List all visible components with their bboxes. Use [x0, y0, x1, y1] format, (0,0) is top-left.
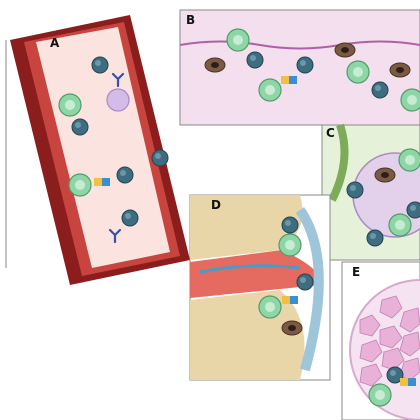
parasite-icon — [204, 57, 226, 73]
t-cell-icon — [226, 28, 250, 52]
infected-cell-icon — [121, 209, 139, 227]
panel-a: A — [10, 15, 190, 285]
panel-b: B — [179, 9, 420, 126]
infected-cell-icon — [346, 181, 364, 199]
t-cell-icon — [258, 78, 282, 102]
panel-e-label: E — [352, 265, 360, 279]
panel-a-label: A — [50, 36, 60, 50]
panel-c: C — [321, 123, 420, 261]
t-cell-icon — [368, 383, 392, 407]
parasite-icon — [374, 167, 396, 183]
bispecific-engager-icon — [282, 296, 298, 304]
panel-d: D — [189, 194, 331, 381]
infected-cell-icon — [296, 56, 314, 74]
panel-d-upper-bone — [190, 195, 303, 260]
t-cell-icon — [346, 60, 370, 84]
t-cell-icon — [58, 93, 82, 117]
infected-cell-icon — [366, 229, 384, 247]
infected-cell-icon — [246, 51, 264, 69]
infected-cell-icon — [371, 81, 389, 99]
t-cell-icon — [398, 148, 420, 172]
infected-cell-icon — [116, 166, 134, 184]
panel-e-cells — [359, 295, 420, 387]
parasite-icon — [334, 42, 356, 58]
panel-c-fiber — [328, 123, 349, 202]
t-cell-icon — [278, 233, 302, 257]
bispecific-engager-icon — [400, 378, 416, 386]
t-cell-icon — [258, 295, 282, 319]
panel-c-label: C — [326, 126, 335, 140]
panel-b-membrane — [179, 40, 420, 50]
infected-cell-icon — [281, 216, 299, 234]
t-cell-icon — [400, 88, 420, 112]
bispecific-engager-icon — [281, 76, 297, 84]
panel-b-label: B — [186, 13, 195, 27]
infected-cell-icon — [296, 273, 314, 291]
panel-d-vessel — [199, 264, 301, 274]
panel-d-synovium — [190, 250, 321, 298]
infected-cell-icon — [151, 149, 169, 167]
panel-a-lumen — [36, 27, 170, 268]
panel-d-capsule — [295, 207, 324, 372]
parasite-icon — [281, 320, 303, 336]
t-cell-icon — [68, 173, 92, 197]
parasite-icon — [389, 62, 411, 78]
panel-e: E — [341, 261, 420, 420]
infected-cell-icon — [406, 201, 420, 219]
infected-cell-icon — [91, 56, 109, 74]
dendritic-cell-icon — [106, 88, 130, 112]
t-cell-icon — [388, 213, 412, 237]
panel-d-label: D — [211, 198, 221, 212]
infected-cell-icon — [71, 118, 89, 136]
bispecific-engager-icon — [94, 178, 110, 186]
